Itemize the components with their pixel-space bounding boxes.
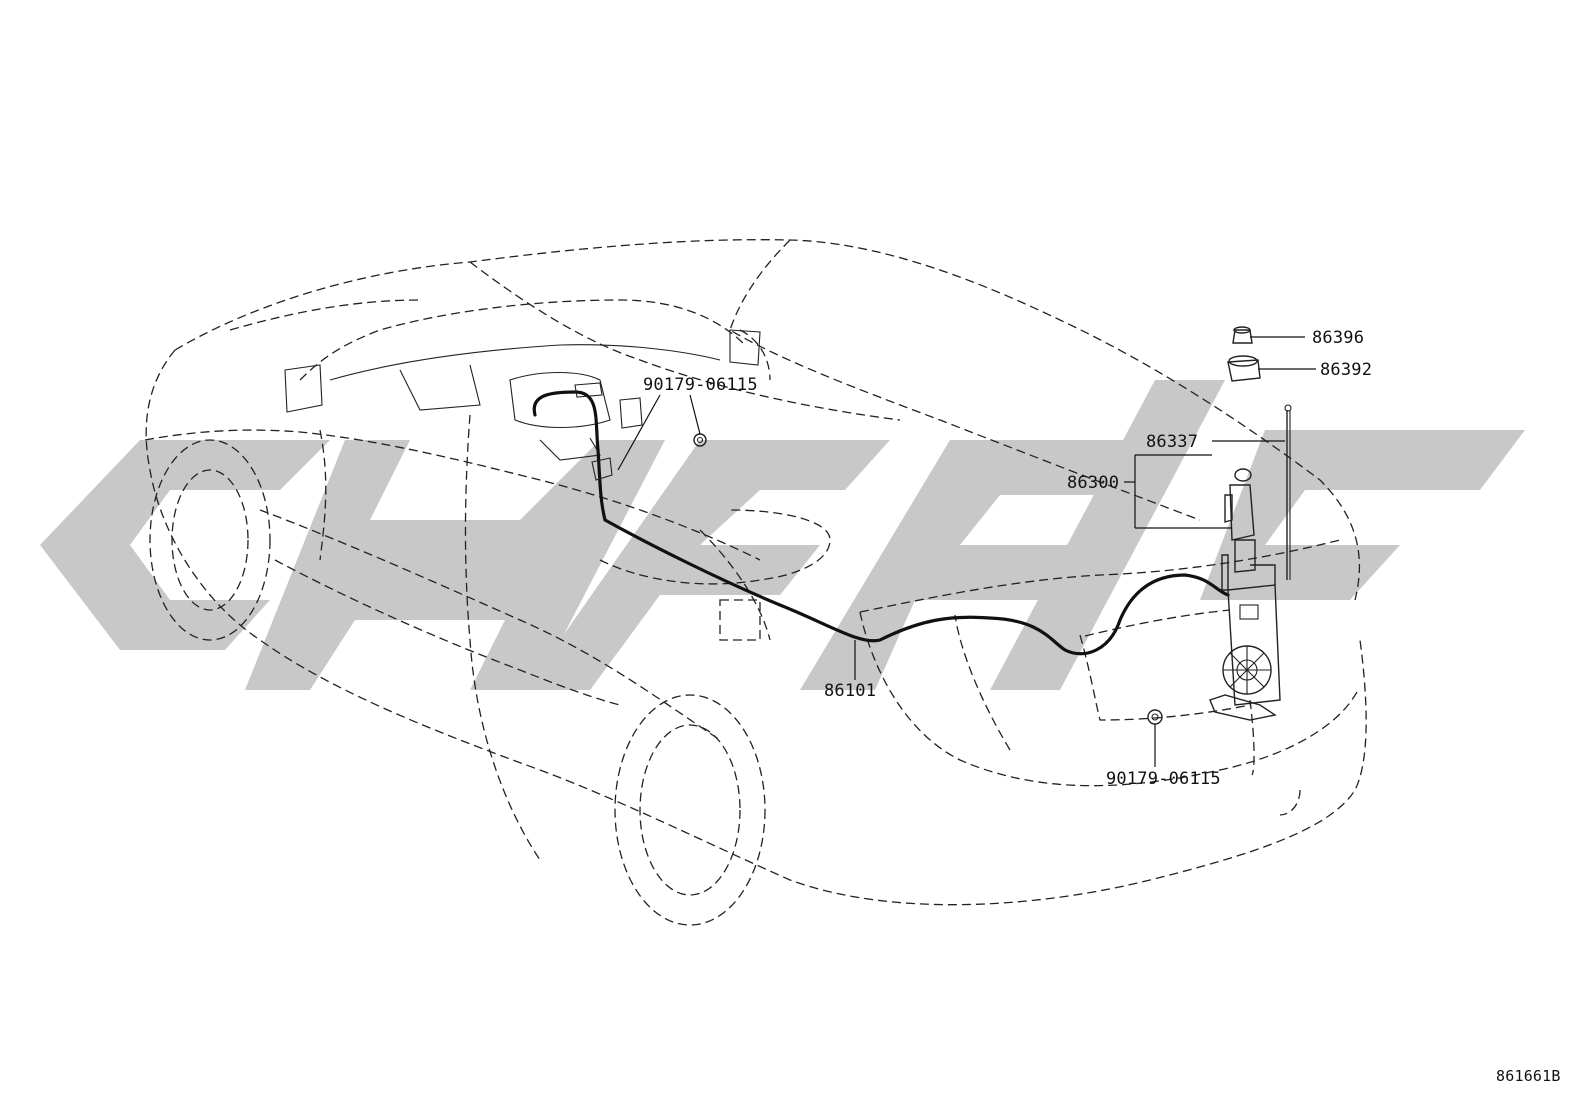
front-wheel: [149, 439, 271, 641]
callout-nut-upper: 90179-06115: [643, 375, 758, 395]
figure-code: 861661B: [1496, 1067, 1561, 1085]
callout-nut-lower: 90179-06115: [1106, 769, 1221, 789]
callout-86396: 86396: [1312, 328, 1364, 348]
antenna-cap: [1232, 326, 1253, 344]
power-antenna-assembly: [1209, 404, 1292, 721]
antenna-cable: [532, 390, 1230, 656]
rear-wheel: [614, 694, 766, 926]
cable-connector: [574, 382, 603, 398]
leader-lines: [617, 336, 1316, 767]
cable-clamp: [591, 457, 613, 481]
callout-86300: 86300: [1067, 473, 1119, 493]
antenna-nut: [1227, 355, 1261, 382]
callout-86337: 86337: [1146, 432, 1198, 452]
car-body-outline: [144, 239, 1367, 906]
dashboard-interior: [284, 329, 761, 461]
callout-86101: 86101: [824, 681, 876, 701]
callout-86392: 86392: [1320, 360, 1372, 380]
watermark-logo: [40, 380, 1525, 690]
